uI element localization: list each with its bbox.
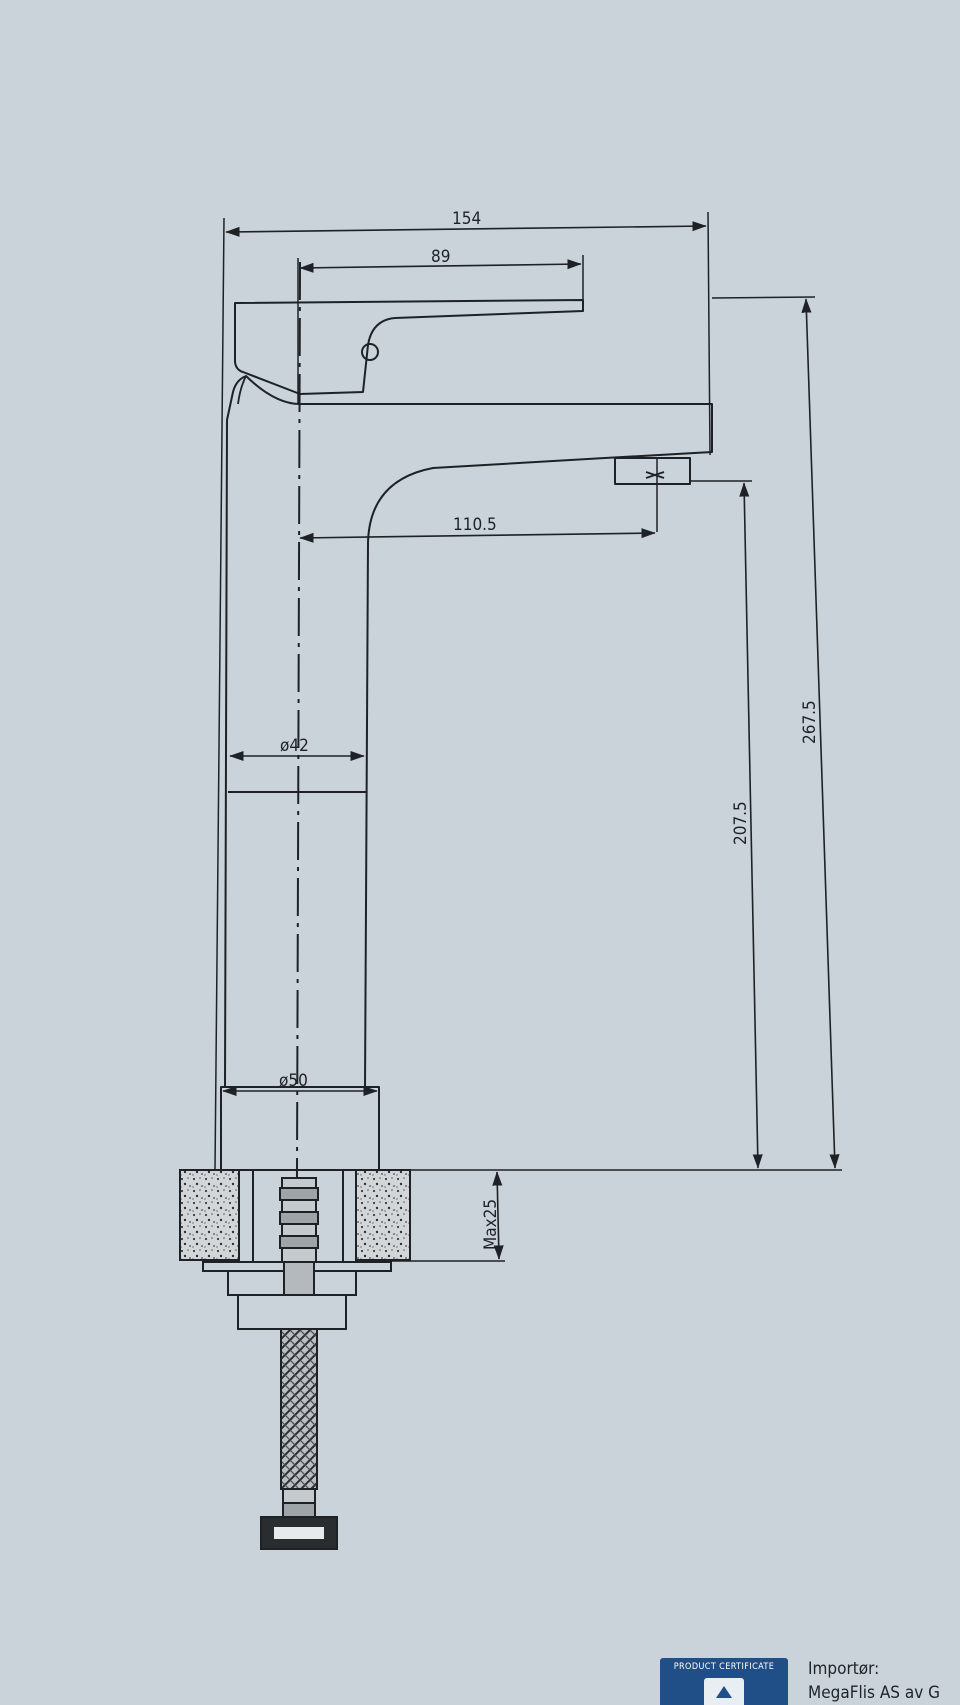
importer-title: Importør:	[808, 1659, 880, 1679]
dim-spout-reach: 110.5	[453, 515, 497, 535]
dim-line-lever-length	[299, 259, 582, 273]
dim-spout-height: 207.5	[731, 801, 751, 845]
dim-base-diameter: ø50	[279, 1071, 308, 1091]
dim-overall-width: 154	[452, 209, 481, 229]
braided-hose	[280, 1328, 318, 1490]
importer-name: MegaFlis AS av G	[808, 1683, 940, 1703]
certificate-label: PRODUCT CERTIFICATE	[673, 1662, 775, 1672]
dim-lever-length: 89	[431, 247, 450, 267]
footer: PRODUCT CERTIFICATE Importør: MegaFlis A…	[660, 1655, 960, 1705]
dim-line-spout-reach	[299, 528, 656, 543]
dim-line-overall-height	[801, 298, 840, 1169]
lever-handle	[234, 299, 584, 395]
certificate-logo-icon	[704, 1678, 744, 1705]
dim-line-counter-thickness	[492, 1171, 504, 1260]
dim-line-spout-height	[739, 482, 763, 1169]
center-line	[295, 261, 301, 1471]
dim-line-overall-width	[225, 221, 707, 237]
countertop	[179, 1169, 411, 1261]
threaded-stud	[279, 1177, 319, 1296]
dim-body-diameter: ø42	[280, 736, 309, 756]
dim-max-counter-thickness: Max25	[481, 1199, 501, 1250]
dim-overall-height: 267.5	[800, 700, 820, 744]
product-certificate-badge: PRODUCT CERTIFICATE	[660, 1658, 788, 1705]
faucet-body	[224, 375, 713, 1088]
cartridge-mark	[361, 343, 379, 361]
aerator	[614, 457, 691, 485]
